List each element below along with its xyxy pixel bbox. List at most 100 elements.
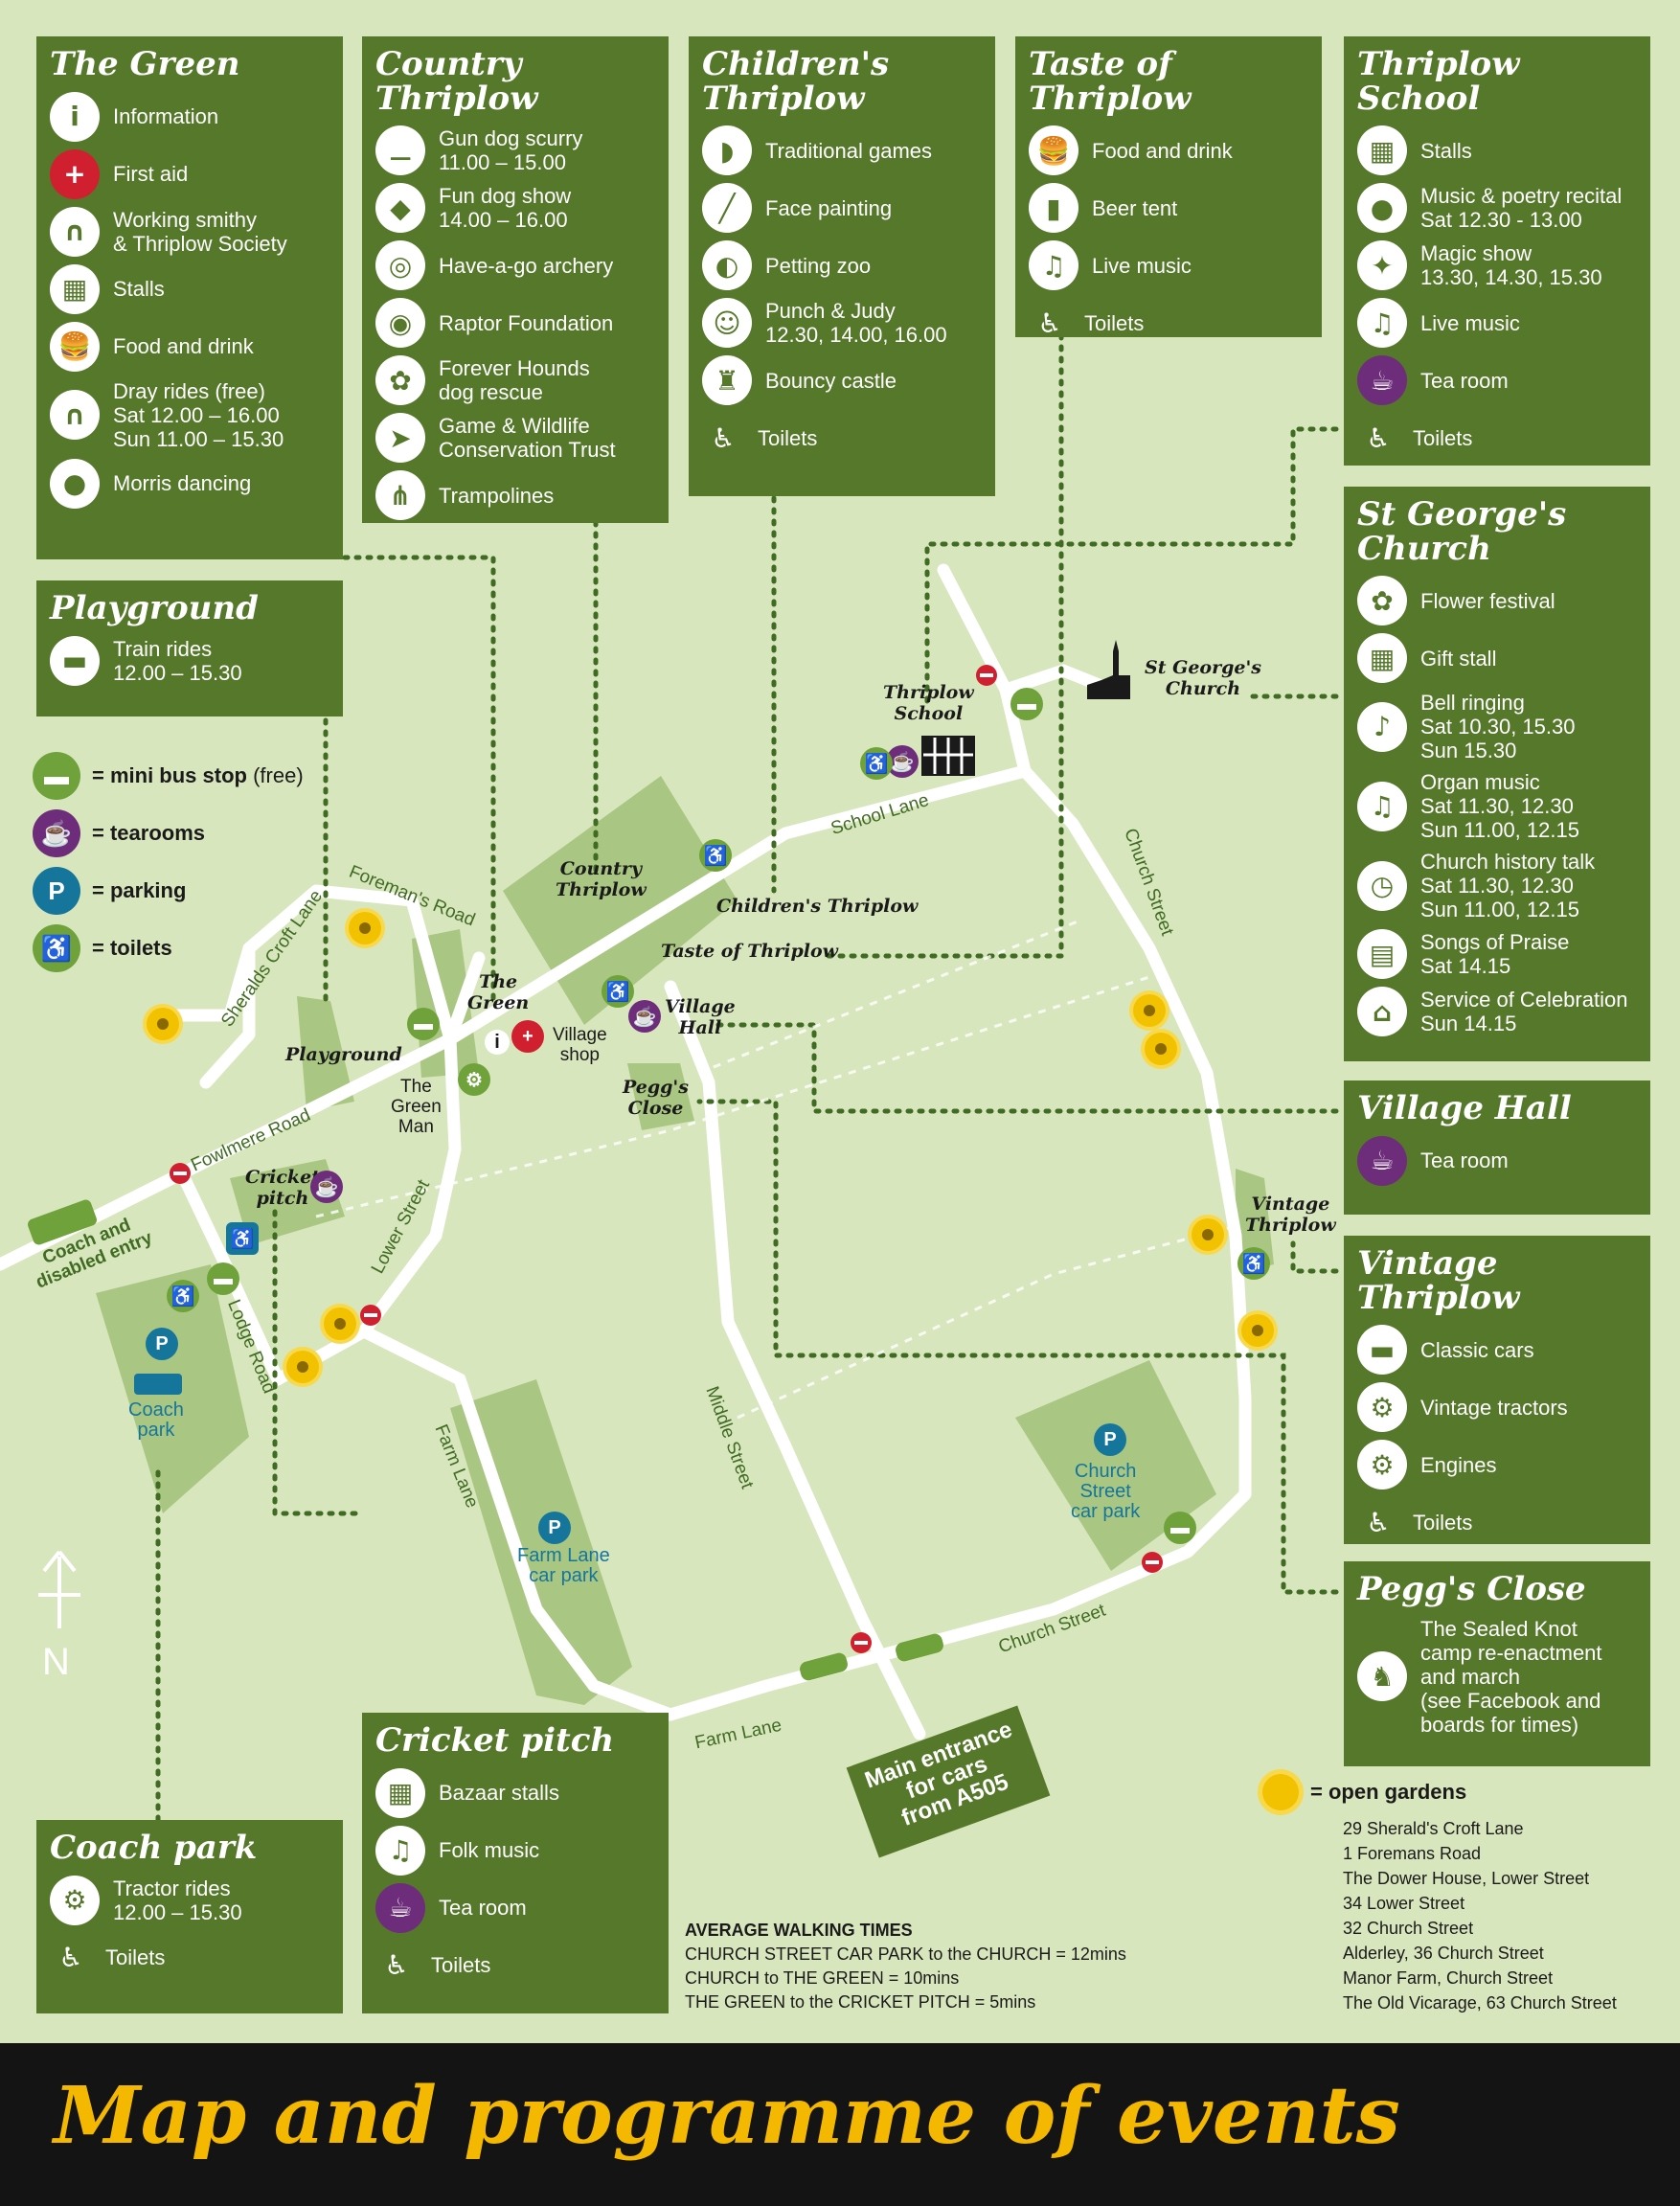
- train-icon: ▬: [50, 635, 100, 686]
- panel-item: ☕Tea room: [1357, 355, 1637, 406]
- garden-flower-lower-1: [324, 1308, 356, 1340]
- place-playground: Playground: [285, 1044, 402, 1065]
- panel-item-text: Tractor rides 12.00 – 15.30: [113, 1876, 242, 1924]
- panel-item: ▬Train rides 12.00 – 15.30: [50, 635, 329, 686]
- panel-item-text: Punch & Judy 12.30, 14.00, 16.00: [765, 299, 947, 348]
- walking-time-line: CHURCH to THE GREEN = 10mins: [685, 1968, 960, 1988]
- panel-title: Pegg's Close: [1357, 1570, 1586, 1608]
- panel-item: ◗Traditional games: [702, 125, 982, 176]
- toilets-icon: ♿: [1366, 421, 1391, 454]
- panel-vintage-thriplow: Vintage Thriplow▬Classic cars⚙Vintage tr…: [1344, 1236, 1650, 1544]
- panel-item: ♫Live music: [1029, 240, 1308, 291]
- walking-times: AVERAGE WALKING TIMES CHURCH STREET CAR …: [685, 1919, 1126, 2014]
- panel-item-text: Traditional games: [765, 138, 933, 163]
- panel-item-text: Toilets: [1084, 310, 1145, 335]
- place-village-hall: Village Hall: [665, 996, 736, 1038]
- map-legend: ▬ = mini bus stop (free) ☕ = tearooms P …: [33, 747, 304, 977]
- toilets-pin-vintage: ♿: [1237, 1247, 1270, 1280]
- toilets-icon: ♿: [384, 1949, 409, 1982]
- parking-pin-coach: P: [146, 1328, 178, 1360]
- panel-item-text: Toilets: [431, 1953, 491, 1978]
- toilets-pin-coach: ♿: [167, 1280, 199, 1312]
- panel-title: Cricket pitch: [375, 1721, 615, 1760]
- place-farm-lane-park: Farm Lane car park: [517, 1545, 610, 1586]
- music-icon: ♫: [375, 1825, 425, 1876]
- place-coach-park: Coach park: [128, 1399, 184, 1441]
- panel-item-text: First aid: [113, 162, 189, 187]
- tearoom-pin-school: ☕: [886, 745, 919, 778]
- garden-flower-icon: [1262, 1774, 1299, 1810]
- bus-stop-pin-church: ▬: [1010, 688, 1043, 720]
- panel-item-text: Vintage tractors: [1420, 1395, 1568, 1420]
- panel-childrens-thriplow: Children's Thriplow◗Traditional games╱Fa…: [689, 36, 995, 496]
- panel-item: ♜Bouncy castle: [702, 355, 982, 406]
- panel-title: Coach park: [50, 1829, 258, 1867]
- panel-item: ◆Fun dog show 14.00 – 16.00: [375, 183, 655, 234]
- beer-icon: ▮: [1029, 183, 1078, 234]
- first-aid-pin: +: [511, 1020, 544, 1053]
- panel-item: ▦Gift stall: [1357, 633, 1637, 684]
- panel-item-text: Stalls: [1420, 138, 1472, 163]
- legend-parking-label: = parking: [92, 878, 187, 902]
- panel-item-text: Have-a-go archery: [439, 253, 614, 278]
- disabled-parking-pin: ♿: [226, 1222, 259, 1255]
- toilets-icon: ♿: [1366, 1506, 1391, 1538]
- panel-peggs-close: Pegg's Close♞The Sealed Knot camp re-ena…: [1344, 1561, 1650, 1766]
- panel-item: ☕Tea room: [1357, 1135, 1637, 1186]
- tractor-pin-green: ⚙: [458, 1063, 490, 1096]
- panel-title: St George's Church: [1357, 495, 1567, 568]
- panel-item-text: Beer tent: [1092, 195, 1178, 220]
- wand-icon: ✦: [1357, 240, 1407, 291]
- clock-icon: ◷: [1357, 860, 1407, 911]
- north-arrow: [38, 1550, 80, 1628]
- panel-item: ♪Bell ringing Sat 10.30, 15.30 Sun 15.30: [1357, 691, 1637, 762]
- panel-item: ∩Dray rides (free) Sat 12.00 – 16.00 Sun…: [50, 379, 329, 451]
- panel-item: ●Music & poetry recital Sat 12.30 - 13.0…: [1357, 183, 1637, 234]
- paw-icon: ✿: [375, 355, 425, 406]
- panel-title: Playground: [50, 589, 259, 627]
- legend-bus-label: = mini bus stop: [92, 763, 247, 787]
- panel-item: ⚙Engines: [1357, 1440, 1637, 1490]
- panel-item-text: The Sealed Knot camp re-enactment and ma…: [1420, 1616, 1602, 1737]
- toilets-pin-taste: ♿: [602, 975, 634, 1008]
- place-peggs: Pegg's Close: [623, 1077, 689, 1119]
- panel-item: +First aid: [50, 148, 329, 199]
- place-cricket: Cricket pitch: [245, 1167, 320, 1209]
- stall-icon: ▦: [375, 1767, 425, 1818]
- window-icon: ⌂: [1357, 987, 1407, 1037]
- panel-item-text: Church history talk Sat 11.30, 12.30 Sun…: [1420, 850, 1596, 922]
- tearoom-pin-cricket: ☕: [310, 1171, 343, 1203]
- panel-item-text: Game & Wildlife Conservation Trust: [439, 414, 616, 463]
- garden-item: 32 Church Street: [1343, 1919, 1474, 1938]
- panel-item-text: Petting zoo: [765, 253, 872, 278]
- castle-icon: ♜: [702, 355, 752, 406]
- panel-item-text: Gift stall: [1420, 646, 1497, 671]
- panel-item: ☕Tea room: [375, 1882, 655, 1933]
- tea-icon: ☕: [375, 1882, 425, 1933]
- info-pin: i: [485, 1030, 510, 1055]
- car-icon: ▬: [1357, 1325, 1407, 1376]
- place-the-green: The Green: [467, 971, 530, 1013]
- panel-item: ♿Toilets: [1357, 1497, 1637, 1547]
- panel-item: ⚊Gun dog scurry 11.00 – 15.00: [375, 125, 655, 176]
- panel-item: ⚙Vintage tractors: [1357, 1382, 1637, 1433]
- book-icon: ▤: [1357, 929, 1407, 980]
- garden-item: Manor Farm, Church Street: [1343, 1968, 1554, 1988]
- bus-stop-pin-coach: ▬: [207, 1262, 239, 1295]
- no-entry-sign-church-street: [1142, 1552, 1163, 1573]
- bus-stop-pin-green: ▬: [407, 1008, 440, 1040]
- garden-flower-sheralds: [147, 1008, 179, 1040]
- tractor-icon: ⚙: [50, 1875, 100, 1925]
- panel-title: Village Hall: [1357, 1089, 1572, 1127]
- country-field: [503, 776, 738, 1025]
- food-icon: 🍔: [1029, 125, 1078, 176]
- tearoom-pin-hall: ☕: [628, 1000, 661, 1033]
- vehicles: [28, 1199, 943, 1681]
- panel-item: ✿Flower festival: [1357, 576, 1637, 626]
- panel-item: ◎Have-a-go archery: [375, 240, 655, 291]
- info-icon: i: [50, 91, 100, 142]
- dog-icon: ◆: [375, 183, 425, 234]
- music-icon: ♫: [1357, 781, 1407, 831]
- owl-icon: ◉: [375, 298, 425, 349]
